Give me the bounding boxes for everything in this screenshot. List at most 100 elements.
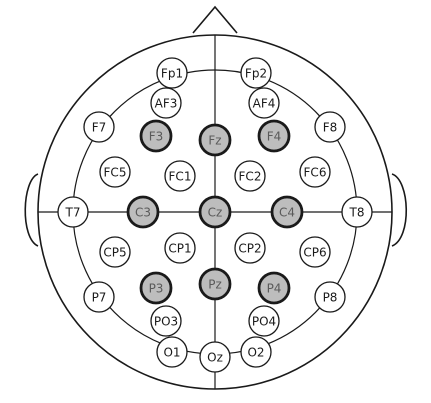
electrode-label: P8 [323, 291, 338, 305]
electrode-label: PO3 [154, 315, 178, 329]
electrode-label: P7 [92, 291, 107, 305]
electrode-label: FC5 [104, 166, 127, 180]
electrode-label: T7 [65, 206, 81, 220]
electrode-fc5: FC5 [99, 156, 131, 188]
right-ear [391, 173, 408, 247]
electrode-oz: Oz [199, 341, 231, 373]
electrode-label: O1 [163, 346, 180, 360]
electrode-p7: P7 [83, 281, 115, 313]
electrode-p3: P3 [139, 271, 173, 305]
electrode-label: Cz [208, 206, 223, 220]
electrode-c4: C4 [270, 195, 304, 229]
electrode-marker [99, 156, 131, 188]
electrode-fz: Fz [198, 123, 232, 157]
electrode-c3: C3 [126, 195, 160, 229]
nose [192, 5, 238, 34]
electrode-label: F3 [149, 130, 164, 144]
electrode-marker [299, 156, 331, 188]
electrode-label: CP1 [168, 242, 191, 256]
electrode-marker [257, 271, 291, 305]
electrode-label: PO4 [252, 315, 276, 329]
electrode-marker [150, 305, 182, 337]
electrode-pz: Pz [198, 267, 232, 301]
electrode-label: F7 [92, 121, 107, 135]
electrode-label: CP5 [103, 246, 126, 260]
electrode-f7: F7 [83, 111, 115, 143]
electrode-af3: AF3 [150, 87, 182, 119]
electrode-label: P3 [149, 282, 164, 296]
electrode-marker [341, 196, 373, 228]
electrode-marker [139, 119, 173, 153]
electrode-marker [314, 281, 346, 313]
electrode-label: FC2 [239, 170, 262, 184]
electrode-label: C4 [279, 206, 295, 220]
electrode-cp2: CP2 [234, 232, 266, 264]
electrode-p4: P4 [257, 271, 291, 305]
electrode-marker [199, 341, 231, 373]
electrode-marker [314, 111, 346, 143]
electrode-t8: T8 [341, 196, 373, 228]
electrode-marker [248, 87, 280, 119]
electrode-marker [83, 281, 115, 313]
electrode-fp2: Fp2 [240, 57, 272, 89]
electrode-marker [99, 236, 131, 268]
electrode-cp1: CP1 [164, 232, 196, 264]
electrode-marker [240, 336, 272, 368]
electrode-f8: F8 [314, 111, 346, 143]
electrode-marker [198, 267, 232, 301]
electrode-marker [139, 271, 173, 305]
electrode-label: CP2 [238, 242, 261, 256]
electrode-label: AF4 [253, 97, 276, 111]
electrode-po4: PO4 [248, 305, 280, 337]
electrode-marker [83, 111, 115, 143]
electrode-label: Pz [208, 278, 222, 292]
electrode-marker [198, 123, 232, 157]
electrode-cz: Cz [198, 195, 232, 229]
electrode-fc6: FC6 [299, 156, 331, 188]
electrode-marker [234, 160, 266, 192]
electrode-label: F8 [323, 121, 338, 135]
electrode-cp6: CP6 [299, 236, 331, 268]
electrode-label: CP6 [303, 246, 326, 260]
electrode-fp1: Fp1 [156, 57, 188, 89]
electrode-marker [299, 236, 331, 268]
electrode-label: Fp2 [245, 67, 267, 81]
electrode-label: C3 [135, 206, 151, 220]
electrode-marker [240, 57, 272, 89]
electrode-cp5: CP5 [99, 236, 131, 268]
electrode-label: Fp1 [161, 67, 183, 81]
electrode-label: Oz [207, 351, 223, 365]
electrode-label: FC1 [169, 170, 192, 184]
electrode-marker [270, 195, 304, 229]
electrode-marker [156, 336, 188, 368]
electrode-o2: O2 [240, 336, 272, 368]
electrode-fc1: FC1 [164, 160, 196, 192]
electrode-label: P4 [267, 282, 282, 296]
electrode-f3: F3 [139, 119, 173, 153]
electrode-label: O2 [247, 346, 264, 360]
electrode-marker [126, 195, 160, 229]
electrode-marker [156, 57, 188, 89]
electrode-label: Fz [208, 134, 221, 148]
electrode-marker [198, 195, 232, 229]
electrode-label: FC6 [304, 166, 327, 180]
electrode-marker [164, 160, 196, 192]
electrode-marker [234, 232, 266, 264]
electrode-fc2: FC2 [234, 160, 266, 192]
electrode-label: F4 [267, 130, 282, 144]
left-ear [24, 173, 39, 247]
electrode-o1: O1 [156, 336, 188, 368]
electrode-marker [164, 232, 196, 264]
electrode-marker [150, 87, 182, 119]
electrode-marker [257, 119, 291, 153]
electrode-label: T8 [349, 206, 365, 220]
electrode-po3: PO3 [150, 305, 182, 337]
electrode-marker [248, 305, 280, 337]
electrode-f4: F4 [257, 119, 291, 153]
electrode-af4: AF4 [248, 87, 280, 119]
electrode-p8: P8 [314, 281, 346, 313]
electrode-marker [57, 196, 89, 228]
